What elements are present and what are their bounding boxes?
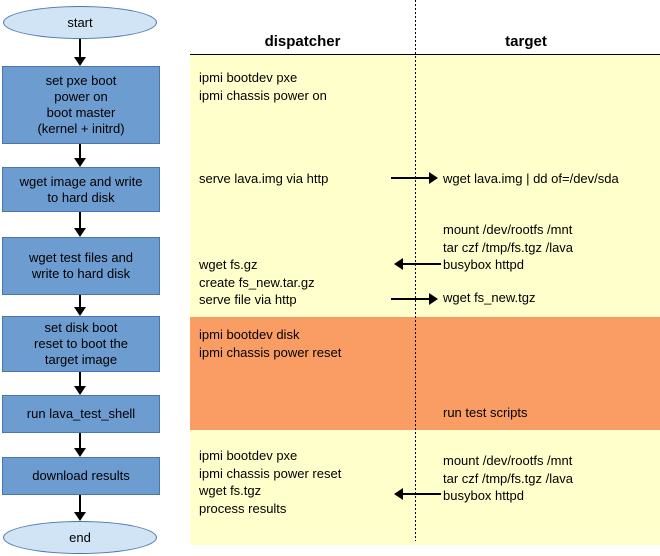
flow-step-line: write to hard disk bbox=[31, 266, 131, 281]
command-line: serve lava.img via http bbox=[199, 171, 329, 186]
arrow-shaft bbox=[79, 212, 81, 229]
flow-step-line: reset to boot the bbox=[34, 336, 128, 351]
phase-band-deploy bbox=[190, 55, 660, 317]
command-line: ipmi bootdev disk bbox=[199, 327, 300, 342]
flow-step-line: power on bbox=[54, 89, 108, 104]
dispatcher-block-boot-master: ipmi bootdev pxe ipmi chassis power on bbox=[199, 69, 327, 104]
flow-step-line: target image bbox=[44, 352, 118, 367]
command-line: tar czf /tmp/fs.tgz /lava bbox=[443, 470, 574, 486]
command-line: serve file via http bbox=[199, 292, 297, 307]
flow-step-run-lava-test-shell: run lava_test_shell bbox=[2, 395, 160, 433]
flow-step-line: boot master bbox=[46, 105, 116, 120]
arrow-head-icon bbox=[74, 307, 86, 316]
flow-arrow-icon bbox=[74, 495, 86, 521]
flow-step-line: set disk boot bbox=[44, 320, 118, 335]
arrow-shaft bbox=[79, 495, 81, 513]
command-line: ipmi bootdev pxe bbox=[199, 70, 298, 85]
arrow-head-icon bbox=[74, 228, 86, 237]
message-arrow-right-icon bbox=[391, 172, 438, 184]
flow-step-line: set pxe boot bbox=[45, 73, 117, 88]
dispatcher-block-fs-new: wget fs.gz create fs_new.tar.gz serve fi… bbox=[199, 256, 315, 309]
flow-arrow-icon bbox=[74, 433, 86, 457]
message-arrow-left-icon bbox=[394, 258, 441, 270]
dispatcher-block-serve-image: serve lava.img via http bbox=[199, 170, 328, 188]
message-arrow-left-icon bbox=[394, 488, 441, 500]
arrow-head-icon bbox=[74, 448, 86, 457]
arrow-head-icon bbox=[74, 386, 86, 395]
arrow-head-icon bbox=[429, 172, 438, 184]
dispatcher-block-process-results: ipmi bootdev pxe ipmi chassis power rese… bbox=[199, 447, 341, 517]
flow-step-line: wget test files and bbox=[28, 250, 134, 265]
flow-step-wget-test-files: wget test files and write to hard disk bbox=[2, 237, 160, 295]
command-line: tar czf /tmp/fs.tgz /lava bbox=[443, 239, 574, 255]
command-line: run test scripts bbox=[443, 405, 528, 420]
target-block-tar-results: mount /dev/rootfs /mnt tar czf /tmp/fs.t… bbox=[443, 452, 573, 505]
arrow-shaft bbox=[402, 263, 441, 265]
command-line: wget fs_new.tgz bbox=[443, 290, 536, 305]
command-line: ipmi bootdev pxe bbox=[199, 448, 298, 463]
arrow-shaft bbox=[79, 372, 81, 387]
flow-start-label: start bbox=[67, 15, 93, 30]
arrow-head-icon bbox=[394, 258, 403, 270]
header-rule bbox=[190, 54, 660, 55]
command-line: busybox httpd bbox=[443, 257, 524, 272]
flow-arrow-icon bbox=[74, 144, 86, 167]
flow-step-line: run lava_test_shell bbox=[26, 406, 136, 421]
command-line: mount /dev/rootfs /mnt bbox=[443, 453, 573, 468]
flow-step-wget-image: wget image and write to hard disk bbox=[2, 167, 160, 212]
command-line: ipmi chassis power reset bbox=[199, 344, 342, 360]
flow-step-download-results: download results bbox=[2, 457, 160, 495]
flow-step-line: wget image and write bbox=[19, 173, 143, 189]
phase-band-results bbox=[190, 430, 660, 545]
command-line: wget fs.gz bbox=[199, 257, 258, 272]
command-line: create fs_new.tar.gz bbox=[199, 274, 315, 290]
arrow-head-icon bbox=[74, 158, 86, 167]
column-header-target: target bbox=[505, 33, 547, 50]
flow-step-set-pxe-boot: set pxe boot power on boot master (kerne… bbox=[2, 66, 160, 144]
flow-arrow-icon bbox=[74, 295, 86, 316]
arrow-shaft bbox=[79, 144, 81, 159]
command-line: ipmi chassis power reset bbox=[199, 465, 342, 481]
arrow-shaft bbox=[402, 493, 441, 495]
column-header-dispatcher: dispatcher bbox=[264, 33, 341, 50]
arrow-head-icon bbox=[429, 293, 438, 305]
target-block-wget-image: wget lava.img | dd of=/dev/sda bbox=[443, 170, 619, 188]
command-line: wget lava.img | dd of=/dev/sda bbox=[443, 171, 619, 186]
target-block-tar-fs: mount /dev/rootfs /mnt tar czf /tmp/fs.t… bbox=[443, 221, 573, 274]
command-line: ipmi chassis power on bbox=[199, 87, 327, 103]
arrow-shaft bbox=[79, 433, 81, 449]
flow-step-line: to hard disk bbox=[47, 189, 115, 205]
phase-band-test bbox=[190, 317, 660, 430]
arrow-head-icon bbox=[74, 512, 86, 521]
lifeline-divider bbox=[415, 0, 416, 541]
flow-start-node: start bbox=[3, 6, 157, 39]
flow-step-set-disk-boot: set disk boot reset to boot the target i… bbox=[2, 316, 160, 372]
command-line: mount /dev/rootfs /mnt bbox=[443, 222, 573, 237]
command-line: busybox httpd bbox=[443, 488, 524, 503]
flow-end-label: end bbox=[69, 530, 91, 545]
arrow-shaft bbox=[79, 39, 81, 58]
target-block-wget-fs-new: wget fs_new.tgz bbox=[443, 289, 536, 307]
flow-arrow-icon bbox=[74, 212, 86, 237]
command-line: wget fs.tgz bbox=[199, 483, 262, 498]
command-line: process results bbox=[199, 500, 287, 516]
flow-arrow-icon bbox=[74, 39, 86, 66]
arrow-head-icon bbox=[394, 488, 403, 500]
flow-arrow-icon bbox=[74, 372, 86, 395]
dispatcher-block-boot-disk: ipmi bootdev disk ipmi chassis power res… bbox=[199, 326, 341, 361]
flow-step-line: (kernel + initrd) bbox=[37, 121, 125, 136]
flow-end-node: end bbox=[3, 521, 157, 554]
flow-step-line: download results bbox=[32, 468, 130, 483]
message-arrow-right-icon bbox=[391, 293, 438, 305]
arrow-shaft bbox=[79, 295, 81, 308]
arrow-shaft bbox=[391, 177, 430, 179]
arrow-shaft bbox=[391, 298, 430, 300]
arrow-head-icon bbox=[74, 57, 86, 66]
target-block-run-tests: run test scripts bbox=[443, 404, 528, 422]
